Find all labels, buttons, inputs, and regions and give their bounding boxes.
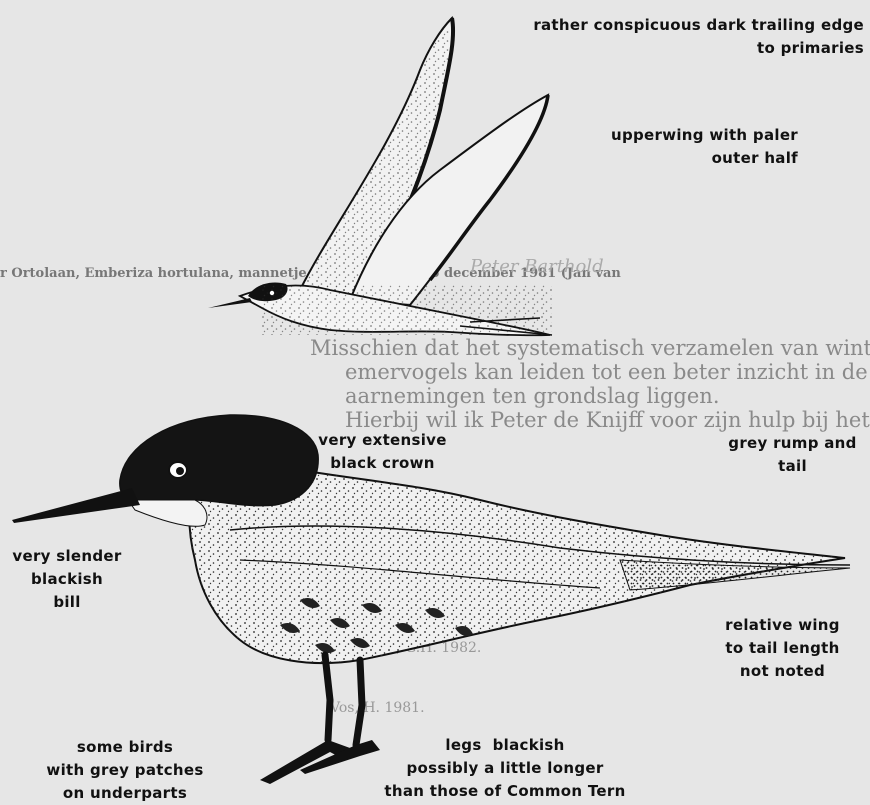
label-underparts: some birds with grey patches on underpar… xyxy=(20,736,230,805)
flying-tern-bill xyxy=(208,298,252,308)
label-legs: legs blackish possibly a little longer t… xyxy=(360,734,650,803)
label-upperwing: upperwing with paler outer half xyxy=(560,124,798,170)
label-crown: very extensive black crown xyxy=(300,429,465,475)
standing-tern-legs xyxy=(325,655,362,745)
flying-tern xyxy=(208,18,552,335)
label-rump: grey rump and tail xyxy=(720,432,865,478)
label-trailing-edge: rather conspicuous dark trailing edge to… xyxy=(470,14,864,60)
label-wing-tail: relative wing to tail length not noted xyxy=(700,614,865,683)
standing-tern-bill xyxy=(12,488,140,523)
standing-tern-black-crown xyxy=(120,415,318,506)
label-bill: very slender blackish bill xyxy=(2,545,132,614)
